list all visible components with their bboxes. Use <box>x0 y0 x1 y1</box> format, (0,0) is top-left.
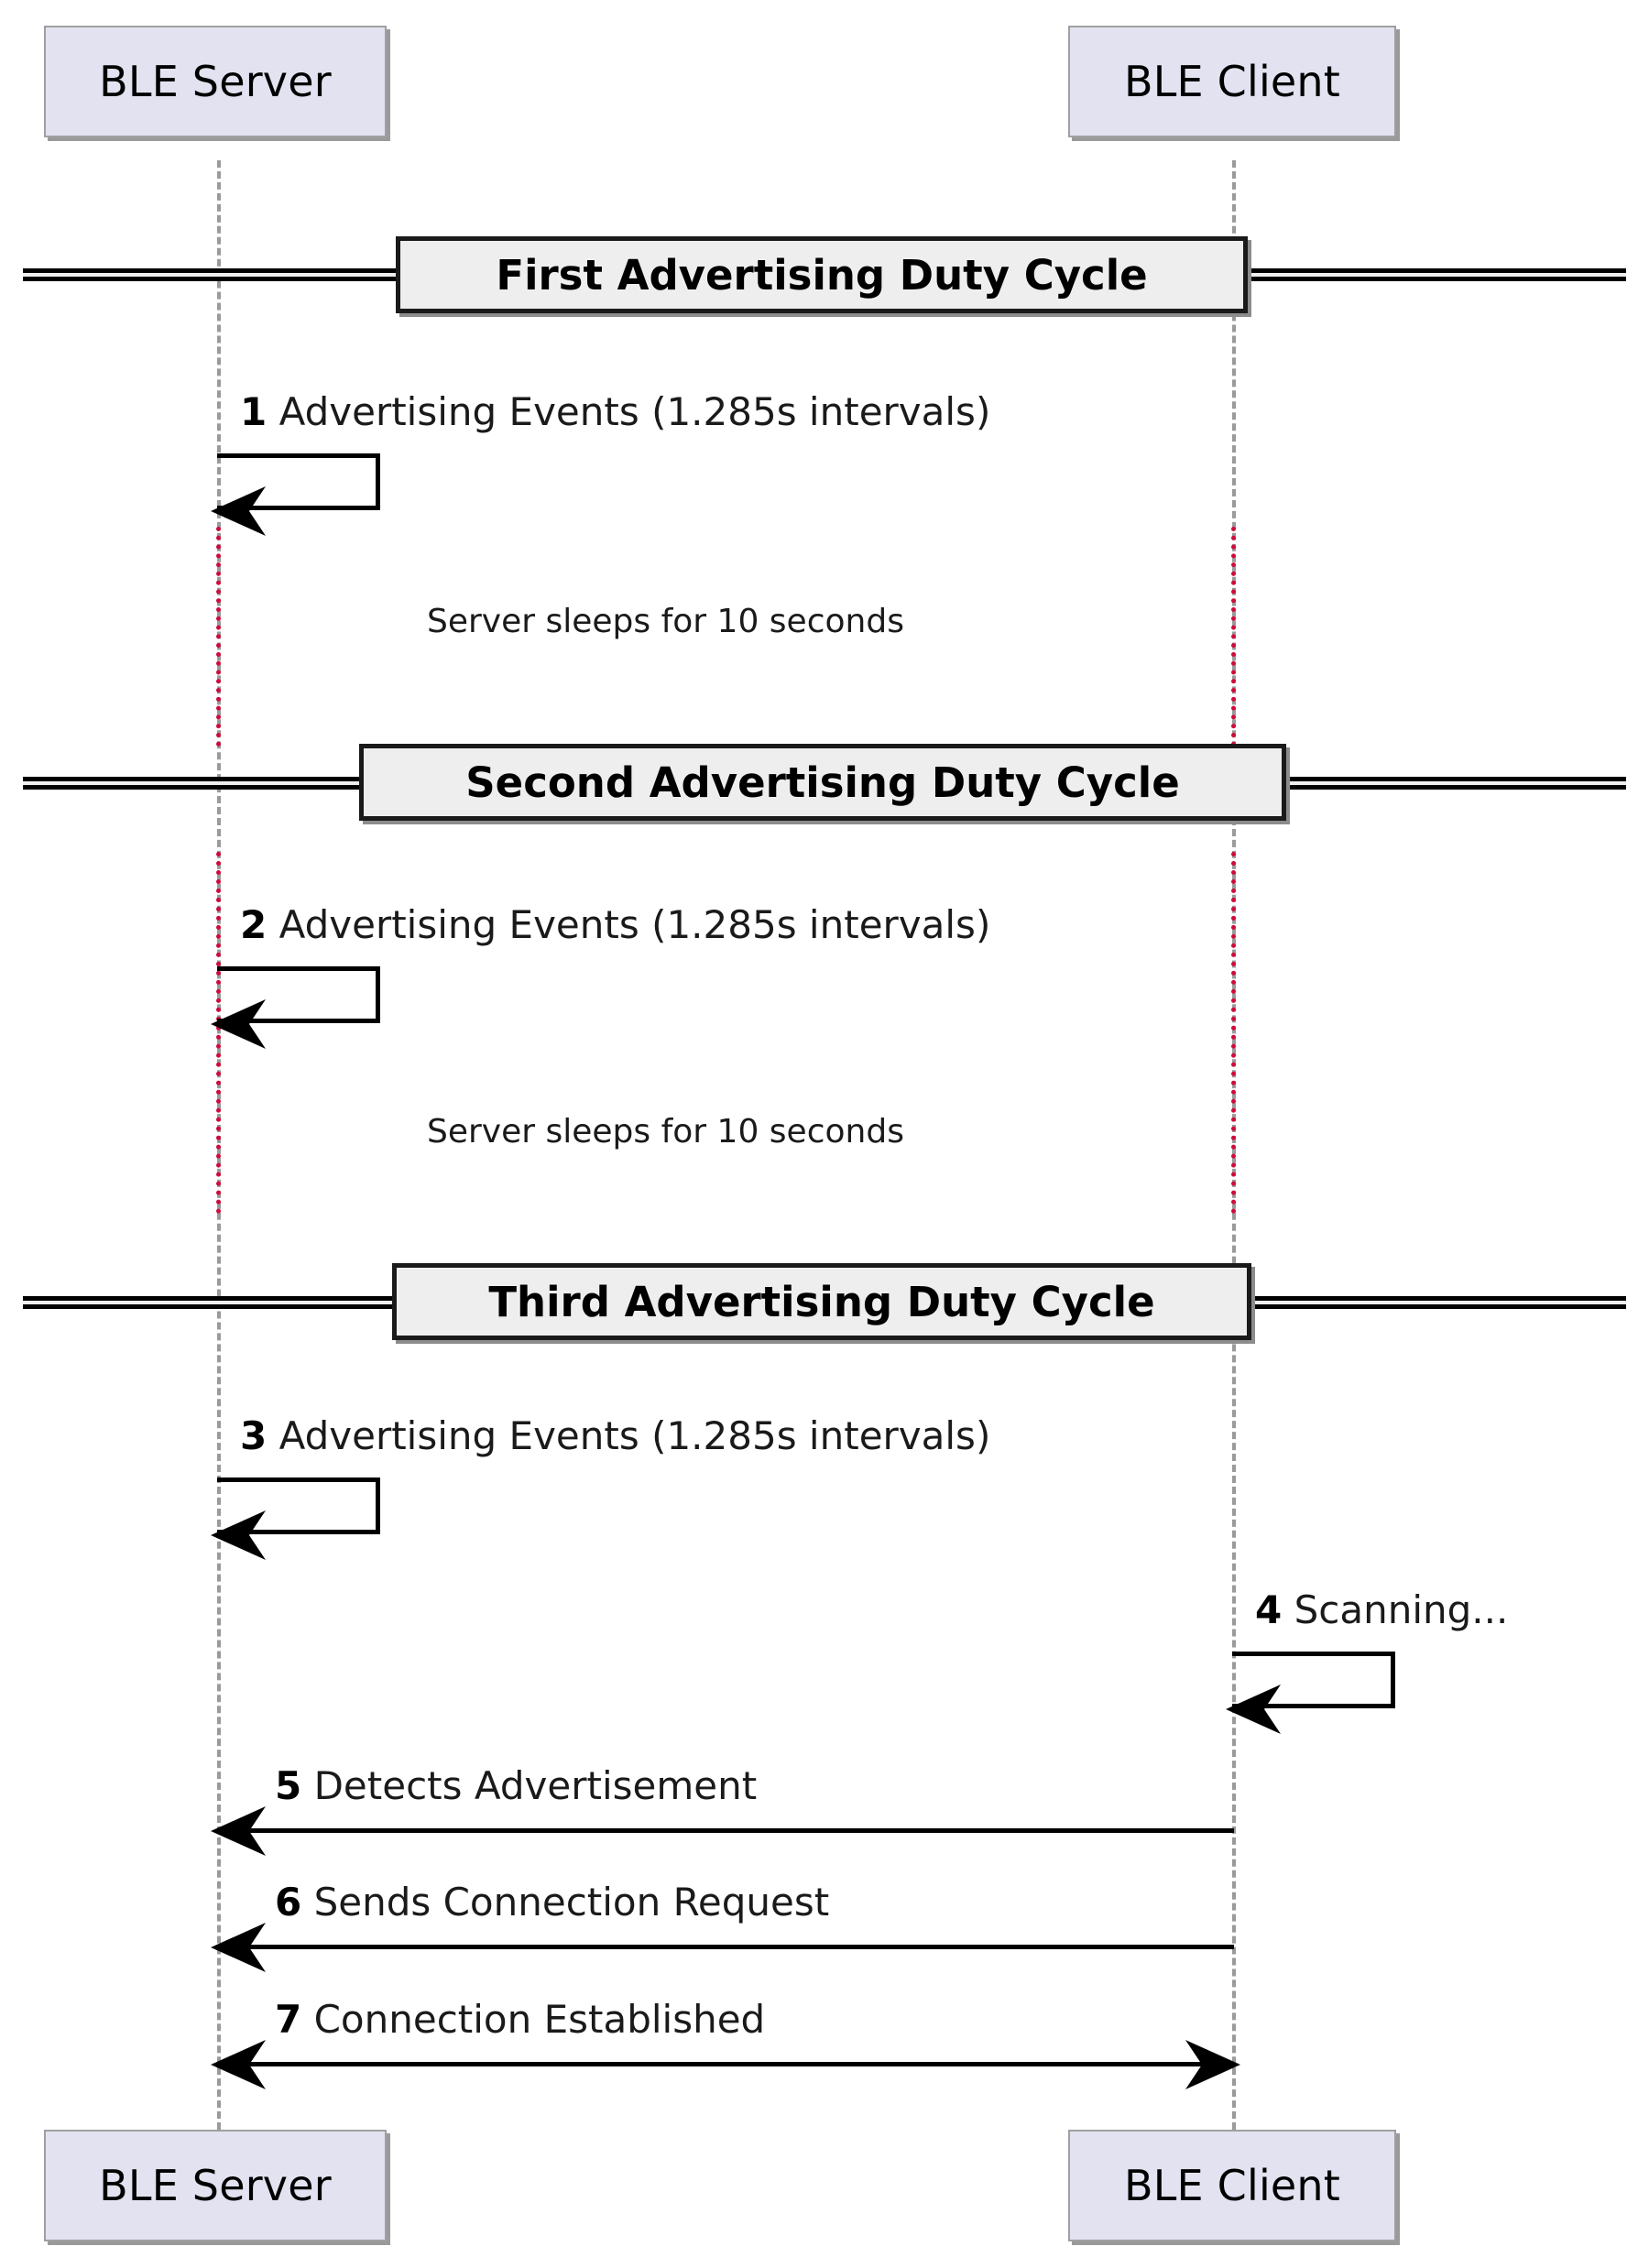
message-7-seq: 7 <box>275 1997 302 2042</box>
message-3-text: Advertising Events (1.285s intervals) <box>278 1413 991 1458</box>
participant-server-bottom[interactable]: BLE Server <box>44 2130 387 2241</box>
note-server-sleep-2: Server sleeps for 10 seconds <box>427 1113 904 1150</box>
participant-client-top[interactable]: BLE Client <box>1068 26 1396 137</box>
participant-client-bottom-label: BLE Client <box>1123 2161 1341 2210</box>
message-5-line <box>217 1828 1234 1833</box>
message-6-label: 6 Sends Connection Request <box>275 1880 829 1925</box>
message-1-self-loop <box>217 453 380 510</box>
note-server-sleep-1: Server sleeps for 10 seconds <box>427 603 904 640</box>
participant-client-top-label: BLE Client <box>1123 57 1341 106</box>
message-2-seq: 2 <box>240 902 268 947</box>
message-2-self-loop <box>217 966 380 1023</box>
message-4-text: Scanning... <box>1294 1587 1509 1632</box>
message-2-arrowhead <box>209 996 273 1052</box>
delay-line-client-1 <box>1231 527 1236 747</box>
message-6-arrowhead <box>209 1919 273 1976</box>
participant-server-top[interactable]: BLE Server <box>44 26 387 137</box>
message-4-arrowhead <box>1224 1681 1288 1738</box>
message-1-seq: 1 <box>240 389 268 434</box>
note-server-sleep-2-text: Server sleeps for 10 seconds <box>427 1113 904 1150</box>
message-6-text: Sends Connection Request <box>313 1880 830 1925</box>
message-7-label: 7 Connection Established <box>275 1997 765 2042</box>
divider-second-duty-cycle-label: Second Advertising Duty Cycle <box>465 758 1180 807</box>
message-5-seq: 5 <box>275 1763 302 1808</box>
message-4-label: 4 Scanning... <box>1255 1587 1508 1632</box>
divider-first-duty-cycle[interactable]: First Advertising Duty Cycle <box>396 236 1248 313</box>
divider-third-duty-cycle-label: Third Advertising Duty Cycle <box>488 1277 1155 1326</box>
delay-line-server-1 <box>216 527 221 747</box>
message-7-arrowhead-right <box>1178 2036 1242 2093</box>
message-2-text: Advertising Events (1.285s intervals) <box>278 902 991 947</box>
message-5-text: Detects Advertisement <box>313 1763 758 1808</box>
message-1-label: 1 Advertising Events (1.285s intervals) <box>240 389 990 434</box>
participant-server-bottom-label: BLE Server <box>99 2161 332 2210</box>
message-4-self-loop <box>1232 1652 1395 1708</box>
divider-second-duty-cycle[interactable]: Second Advertising Duty Cycle <box>359 744 1286 821</box>
message-3-label: 3 Advertising Events (1.285s intervals) <box>240 1413 990 1458</box>
note-server-sleep-1-text: Server sleeps for 10 seconds <box>427 603 904 640</box>
message-3-seq: 3 <box>240 1413 268 1458</box>
message-7-text: Connection Established <box>313 1997 766 2042</box>
message-1-arrowhead <box>209 483 273 540</box>
message-5-label: 5 Detects Advertisement <box>275 1763 757 1808</box>
message-6-seq: 6 <box>275 1880 302 1925</box>
divider-third-duty-cycle[interactable]: Third Advertising Duty Cycle <box>392 1263 1251 1340</box>
message-3-self-loop <box>217 1477 380 1534</box>
message-4-seq: 4 <box>1255 1587 1283 1632</box>
message-7-line <box>217 2062 1234 2066</box>
message-3-arrowhead <box>209 1507 273 1564</box>
participant-client-bottom[interactable]: BLE Client <box>1068 2130 1396 2241</box>
message-2-label: 2 Advertising Events (1.285s intervals) <box>240 902 990 947</box>
message-6-line <box>217 1945 1234 1949</box>
message-1-text: Advertising Events (1.285s intervals) <box>278 389 991 434</box>
delay-line-server-2 <box>216 852 221 1214</box>
participant-server-top-label: BLE Server <box>99 57 332 106</box>
divider-first-duty-cycle-label: First Advertising Duty Cycle <box>496 250 1148 300</box>
message-7-arrowhead-left <box>209 2036 273 2093</box>
delay-line-client-2 <box>1231 852 1236 1214</box>
message-5-arrowhead <box>209 1803 273 1859</box>
